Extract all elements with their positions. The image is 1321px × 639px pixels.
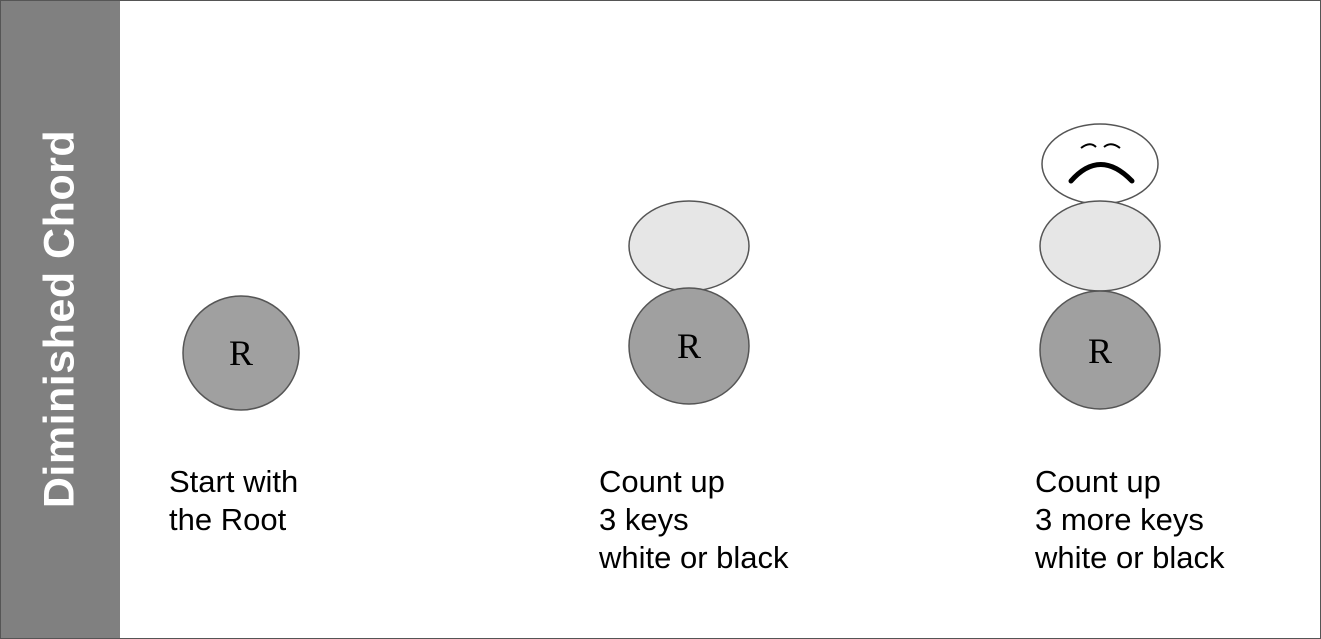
root-note-circle xyxy=(1039,290,1161,410)
step-3-stack: R xyxy=(1039,123,1161,410)
caption-line: Count up xyxy=(599,464,725,499)
step-1-caption: Start with the Root xyxy=(169,463,298,539)
step-2-caption: Count up 3 keys white or black xyxy=(599,463,789,577)
step-2-stack: R xyxy=(628,200,750,405)
root-note-circle xyxy=(628,287,750,405)
caption-line: 3 keys xyxy=(599,502,689,537)
step-3-caption: Count up 3 more keys white or black xyxy=(1035,463,1225,577)
caption-line: white or black xyxy=(1035,540,1225,575)
root-note-label: R xyxy=(677,326,701,366)
caption-line: the Root xyxy=(169,502,287,537)
sad-face-icon xyxy=(1041,123,1159,205)
third-note-circle xyxy=(628,200,750,292)
caption-line: white or black xyxy=(599,540,789,575)
caption-line: Count up xyxy=(1035,464,1161,499)
caption-line: Start with xyxy=(169,464,299,499)
caption-line: 3 more keys xyxy=(1035,502,1204,537)
root-note-circle xyxy=(182,295,300,411)
step-1-stack: R xyxy=(182,295,300,411)
sidebar: Diminished Chord xyxy=(1,1,120,638)
root-note-label: R xyxy=(1088,331,1112,371)
root-note-label: R xyxy=(229,333,253,373)
third-note-circle xyxy=(1039,200,1161,292)
